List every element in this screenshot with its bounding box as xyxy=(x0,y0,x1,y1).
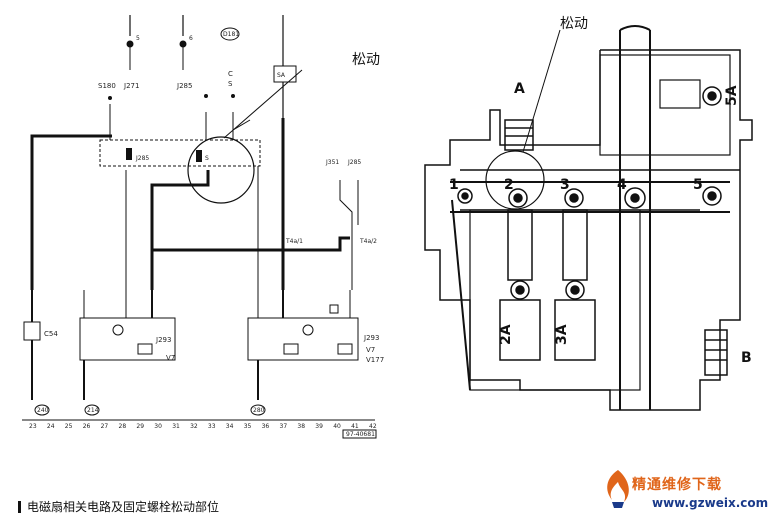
scale-number: 28 xyxy=(119,423,127,430)
mechanical-text: 松动 A B 1 2 3 4 5 2A 3A 5A xyxy=(449,16,752,366)
relay-label-1: J285 xyxy=(135,155,149,162)
switch-label-3: J285 xyxy=(176,82,192,90)
position-2: 2 xyxy=(504,177,514,193)
scale-number: 36 xyxy=(262,423,270,430)
figure-id: 97-40681 xyxy=(346,431,375,438)
mechanical-callout: 松动 xyxy=(560,16,588,32)
label-b: B xyxy=(741,350,752,366)
circuit-callout: 松动 xyxy=(352,52,380,68)
watermark-brand: 精通维修下载 xyxy=(632,477,722,493)
scale-number: 29 xyxy=(136,423,144,430)
top-code-1: 5 xyxy=(136,35,140,42)
fuse-5a: 5A xyxy=(724,85,740,106)
mechanical-drawing xyxy=(424,25,753,411)
scale-number: 34 xyxy=(226,423,234,430)
scale-number: 23 xyxy=(29,423,37,430)
component-j293-right: J293 xyxy=(363,334,379,342)
switch-label-4: C xyxy=(228,70,233,78)
scale-number: 30 xyxy=(154,423,162,430)
circuit-diagram xyxy=(22,15,377,439)
watermark-logo-icon xyxy=(607,470,629,508)
relay-label-2: S xyxy=(205,155,209,162)
top-code-3: D181 xyxy=(223,31,239,38)
scale-number: 31 xyxy=(172,423,180,430)
position-3: 3 xyxy=(560,177,570,193)
figure-caption: 电磁扇相关电路及固定螺栓松动部位 xyxy=(18,498,219,515)
component-v7-left: V7 xyxy=(166,354,175,362)
scale-number: 26 xyxy=(83,423,91,430)
relay-label-3: J351 xyxy=(325,159,339,166)
scale-number: 38 xyxy=(297,423,305,430)
watermark-url: www.gzweix.com xyxy=(652,496,769,510)
bottom-ref-1: 240 xyxy=(37,407,49,414)
scale-number: 35 xyxy=(244,423,252,430)
component-c54: C54 xyxy=(44,330,58,338)
caption-text: 电磁扇相关电路及固定螺栓松动部位 xyxy=(27,500,220,514)
component-v7-right: V7 xyxy=(366,346,375,354)
fuse-label: SA xyxy=(277,72,286,79)
top-code-2: 6 xyxy=(189,35,193,42)
scale-number: 37 xyxy=(280,423,288,430)
scale-number: 39 xyxy=(315,423,323,430)
component-j293-left: J293 xyxy=(155,336,171,344)
scale-number: 32 xyxy=(190,423,198,430)
scale-number: 33 xyxy=(208,423,216,430)
scale-number: 42 xyxy=(369,423,377,430)
bottom-ref-2: 214 xyxy=(87,407,99,414)
ground-label-1: T4a/1 xyxy=(285,238,303,245)
scale-number: 27 xyxy=(101,423,109,430)
scale-number: 41 xyxy=(351,423,359,430)
ground-label-2: T4a/2 xyxy=(359,238,377,245)
scale-number: 24 xyxy=(47,423,55,430)
position-4: 4 xyxy=(617,177,627,193)
caption-bar xyxy=(18,501,21,513)
switch-label-2: J271 xyxy=(123,82,139,90)
label-a: A xyxy=(514,81,525,97)
position-1: 1 xyxy=(449,177,459,193)
circuit-text: 5 6 D181 SA S180 J271 J285 C S J285 S J3… xyxy=(29,31,384,438)
switch-label-1: S180 xyxy=(98,82,116,90)
bottom-ref-3: 280 xyxy=(253,407,265,414)
relay-label-4: J285 xyxy=(347,159,361,166)
scale-number: 25 xyxy=(65,423,73,430)
switch-label-5: S xyxy=(228,80,233,88)
scale-row: 23 24 25 26 27 28 29 30 31 32 33 34 35 36 37 38 39 40 41 42 xyxy=(29,423,377,430)
fuse-2a: 2A xyxy=(498,324,514,345)
component-v177: V177 xyxy=(366,356,384,364)
scale-number: 40 xyxy=(333,423,341,430)
position-5: 5 xyxy=(693,177,703,193)
fuse-3a: 3A xyxy=(554,324,570,345)
